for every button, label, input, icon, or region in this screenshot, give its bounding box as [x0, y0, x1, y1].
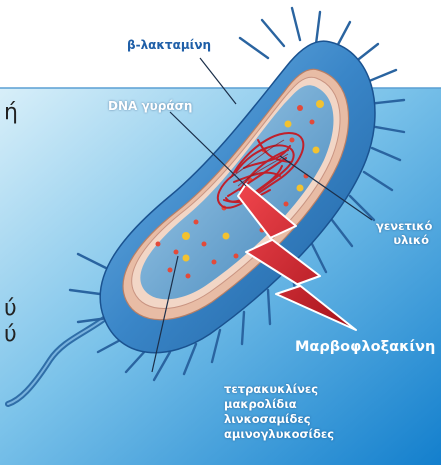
label-drug: Μαρβοφλοξακίνη — [295, 339, 435, 355]
label-genetic-material-line2: υλικό — [376, 233, 432, 247]
label-dna-gyrase: DNA γυράση — [108, 99, 192, 113]
antibiotic-class-item: λινκοσαμίδες — [224, 412, 334, 427]
clipped-text-top: ή — [4, 100, 18, 125]
antibiotic-class-item: τετρακυκλίνες — [224, 382, 334, 397]
antibiotic-class-item: αμινογλυκοσίδες — [224, 427, 334, 442]
label-beta-lactamase: β-λακταμίνη — [127, 38, 211, 52]
label-genetic-material-line1: γενετικό — [376, 219, 432, 233]
clipped-text-middle: ύ — [4, 296, 17, 321]
antibiotic-class-item: μακρολίδια — [224, 397, 334, 412]
label-genetic-material: γενετικό υλικό — [376, 219, 432, 247]
clipped-text-bottom: ύ — [4, 322, 17, 347]
antibiotic-classes-list: τετρακυκλίνες μακρολίδια λινκοσαμίδες αμ… — [224, 382, 334, 442]
background-top-white — [0, 0, 441, 88]
